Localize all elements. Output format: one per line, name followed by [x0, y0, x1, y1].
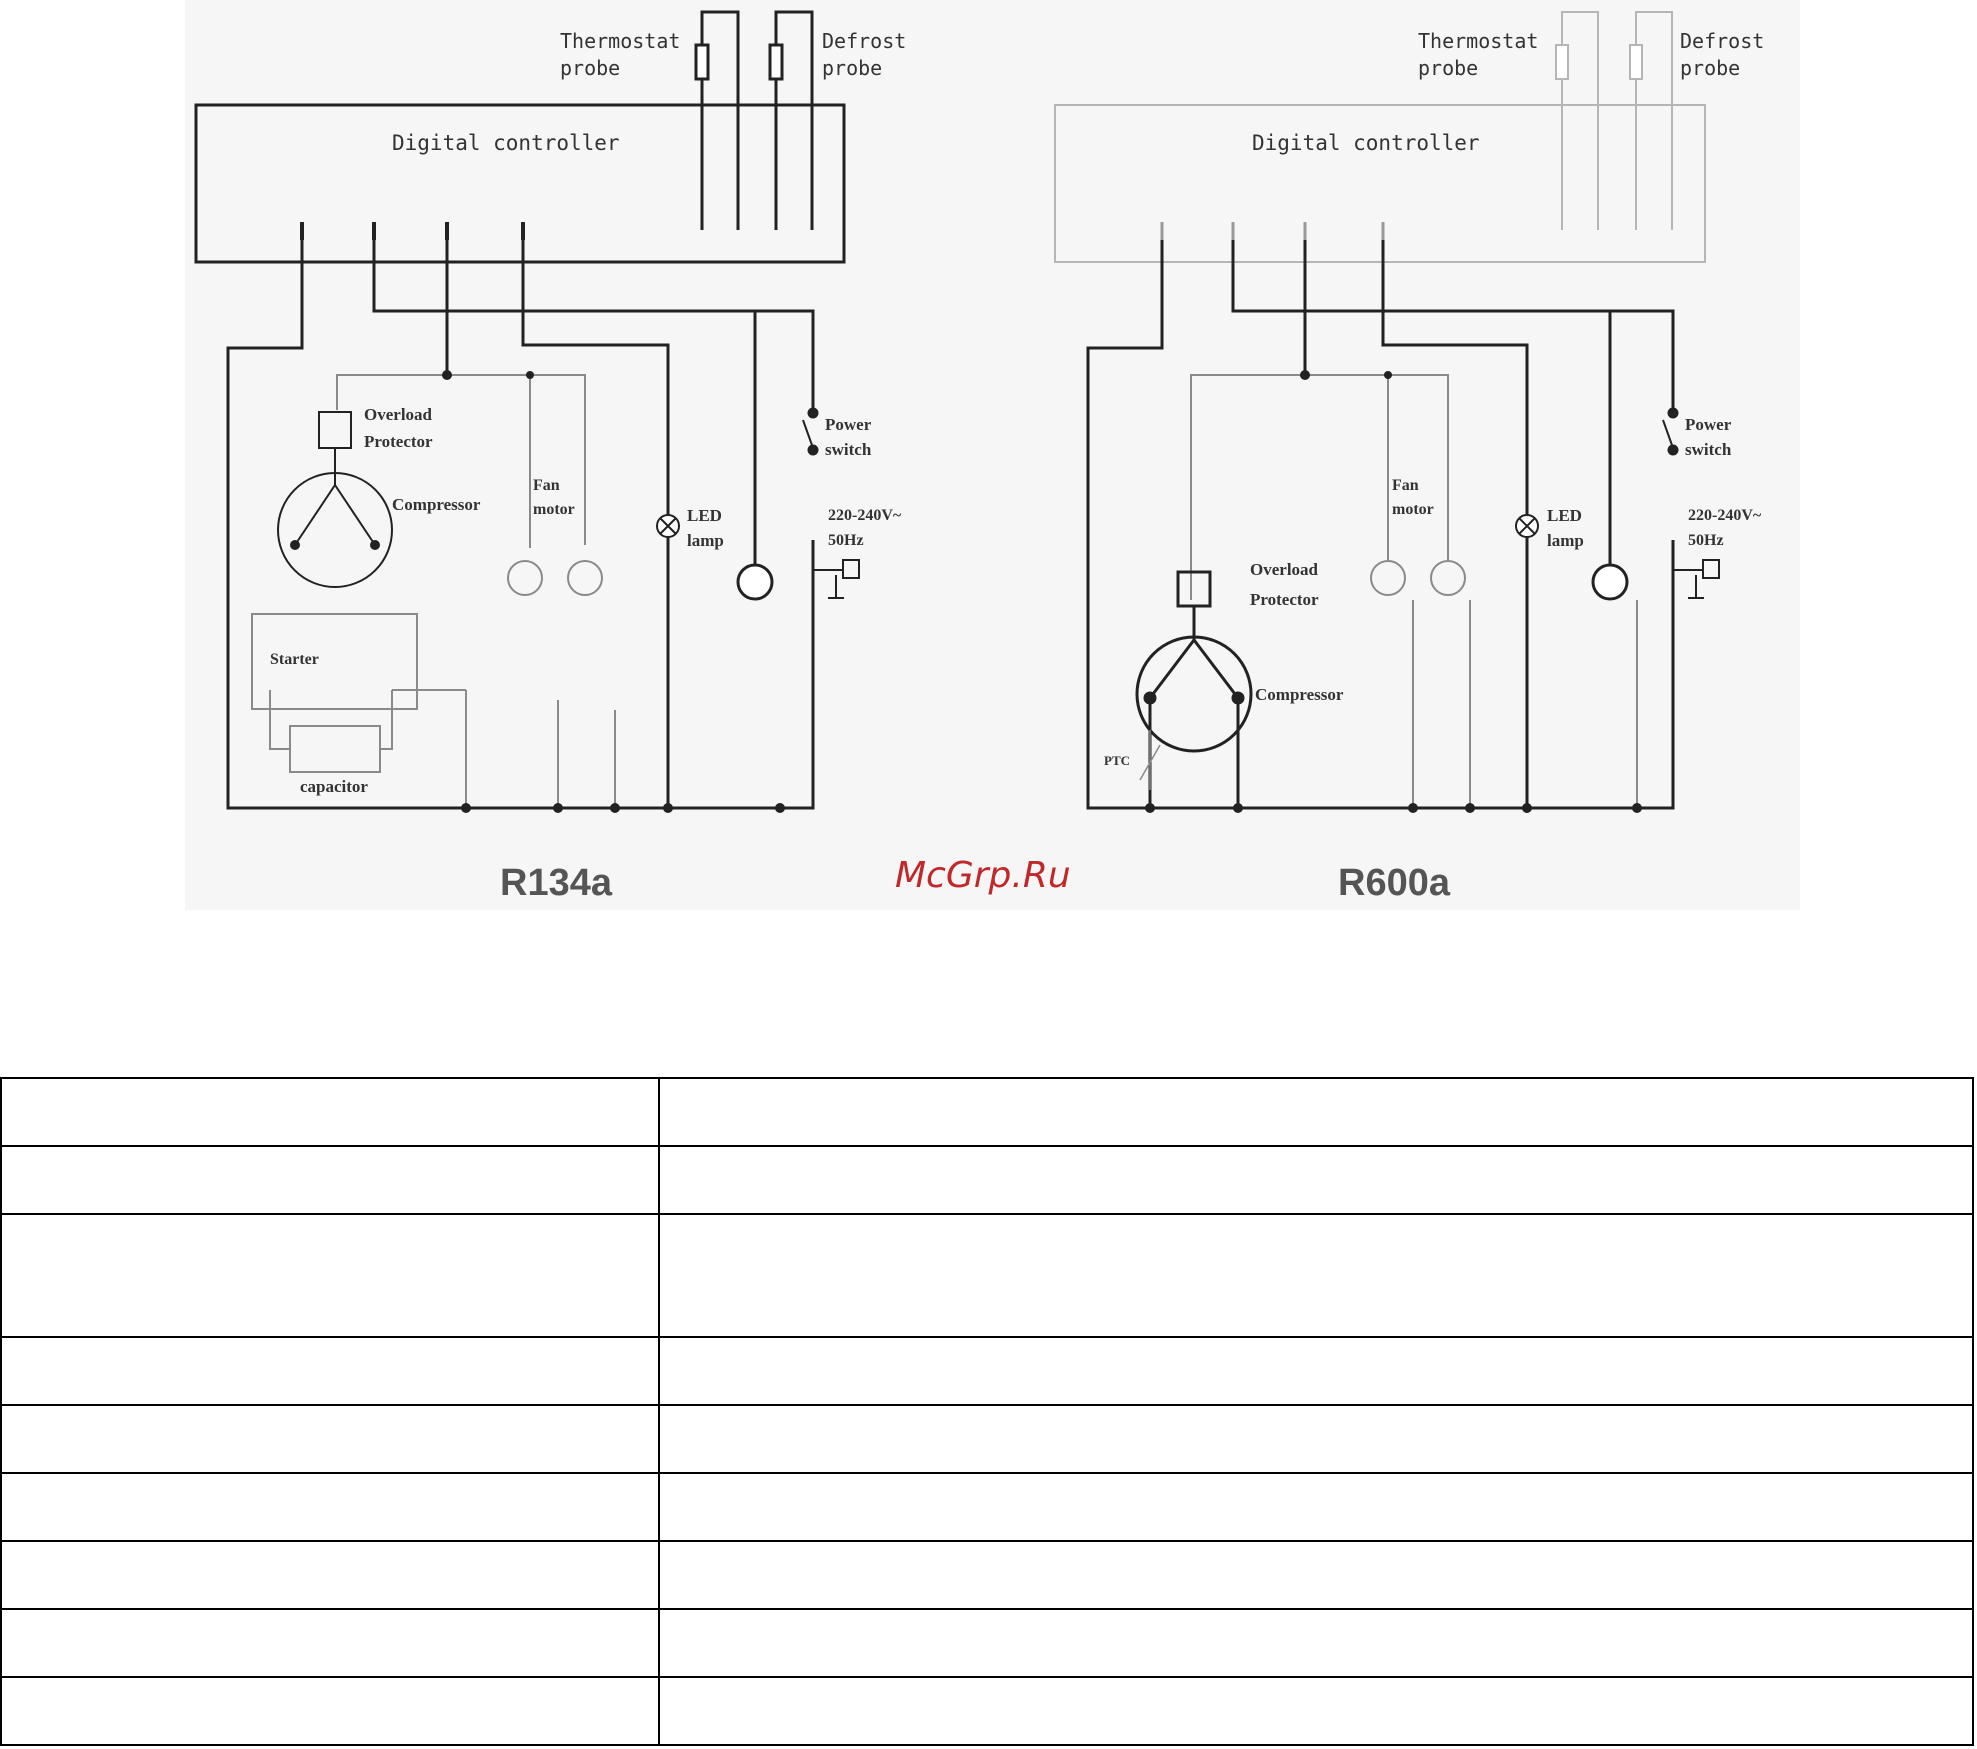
- thermostat-probe-label-2: probe: [560, 56, 620, 80]
- thermostat-probe-label-2: probe: [1418, 56, 1478, 80]
- compressor-icon: [277, 448, 393, 588]
- capacitor-label: capacitor: [300, 777, 368, 796]
- table-cell: [0, 1336, 660, 1406]
- thermostat-probe-label-1: Thermostat: [560, 29, 680, 53]
- led-lamp-icon: [1515, 514, 1539, 538]
- diagram-r600a: [1054, 11, 1720, 813]
- led-lamp-label-1: LED: [1547, 506, 1582, 525]
- plug-icon: [1673, 559, 1720, 599]
- led-lamp-label-2: lamp: [687, 531, 724, 550]
- fan-motor-icon: [507, 560, 603, 596]
- overload-label-1: Overload: [1250, 560, 1319, 579]
- supply-label-1: 220-240V~: [828, 507, 902, 524]
- table-cell: [658, 1472, 1974, 1542]
- supply-label-2: 50Hz: [1688, 532, 1724, 549]
- fan-motor-icon: [1370, 560, 1466, 596]
- motor-icon: [736, 563, 774, 601]
- spec-table: [0, 1077, 1974, 1746]
- table-row: [0, 1336, 1974, 1406]
- table-cell: [0, 1472, 660, 1542]
- table-row: [0, 1145, 1974, 1215]
- fan-motor-label-1: Fan: [533, 477, 560, 494]
- table-cell: [0, 1404, 660, 1474]
- digital-controller-box: [1054, 104, 1706, 263]
- diagram-r134a: [194, 10, 860, 813]
- led-lamp-label-2: lamp: [1547, 531, 1584, 550]
- compressor-label: Compressor: [1255, 685, 1344, 704]
- power-switch-label-1: Power: [825, 415, 872, 434]
- supply-label-2: 50Hz: [828, 532, 864, 549]
- table-row: [0, 1540, 1974, 1610]
- power-switch-icon: [802, 407, 819, 456]
- digital-controller-label: Digital controller: [1252, 131, 1480, 155]
- table-cell: [658, 1145, 1974, 1215]
- table-cell: [658, 1077, 1974, 1147]
- table-cell: [658, 1608, 1974, 1678]
- caption-r600a: R600a: [1338, 862, 1451, 904]
- table-row: [0, 1213, 1974, 1338]
- power-switch-label-1: Power: [1685, 415, 1732, 434]
- table-cell: [658, 1676, 1974, 1746]
- overload-label-2: Protector: [364, 432, 433, 451]
- fan-motor-label-2: motor: [533, 501, 575, 518]
- fan-motor-label-2: motor: [1392, 501, 1434, 518]
- defrost-probe-label-2: probe: [1680, 56, 1740, 80]
- defrost-probe-label-1: Defrost: [1680, 29, 1764, 53]
- ptc-label: PTC: [1104, 753, 1130, 768]
- table-cell: [0, 1145, 660, 1215]
- power-switch-icon: [1662, 407, 1679, 456]
- table-cell: [0, 1540, 660, 1610]
- table-cell: [0, 1676, 660, 1746]
- plug-icon: [813, 559, 860, 599]
- junction-dots: [1145, 370, 1642, 813]
- power-switch-label-2: switch: [825, 440, 872, 459]
- scan-background: [185, 0, 1800, 910]
- led-lamp-icon: [656, 514, 680, 538]
- led-lamp-label-1: LED: [687, 506, 722, 525]
- table-row: [0, 1472, 1974, 1542]
- table-cell: [0, 1213, 660, 1338]
- defrost-probe-label-2: probe: [822, 56, 882, 80]
- table-row: [0, 1077, 1974, 1147]
- supply-label-1: 220-240V~: [1688, 507, 1762, 524]
- overload-label-1: Overload: [364, 405, 433, 424]
- compressor-label: Compressor: [392, 495, 481, 514]
- table-cell: [0, 1608, 660, 1678]
- overload-label-2: Protector: [1250, 590, 1319, 609]
- table-cell: [0, 1077, 660, 1147]
- probe-wires: [1555, 11, 1673, 230]
- junction-dots: [442, 370, 785, 813]
- watermark: McGrp.Ru: [895, 855, 1071, 896]
- starter-label: Starter: [270, 651, 319, 668]
- table-cell: [658, 1336, 1974, 1406]
- digital-controller-label: Digital controller: [392, 131, 620, 155]
- caption-r134a: R134a: [500, 862, 613, 904]
- table-cell: [658, 1213, 1974, 1338]
- table-row: [0, 1608, 1974, 1678]
- defrost-probe-label-1: Defrost: [822, 29, 906, 53]
- probe-wires: [694, 10, 814, 230]
- wiring-diagrams: Thermostat probe Defrost probe Digital c…: [185, 0, 1800, 910]
- table-cell: [658, 1404, 1974, 1474]
- thermostat-probe-label-1: Thermostat: [1418, 29, 1538, 53]
- motor-icon: [1591, 563, 1629, 601]
- table-row: [0, 1676, 1974, 1746]
- digital-controller-box: [194, 103, 846, 264]
- power-switch-label-2: switch: [1685, 440, 1732, 459]
- fan-motor-label-1: Fan: [1392, 477, 1419, 494]
- table-row: [0, 1404, 1974, 1474]
- ptc-icon: [1139, 730, 1161, 790]
- table-cell: [658, 1540, 1974, 1610]
